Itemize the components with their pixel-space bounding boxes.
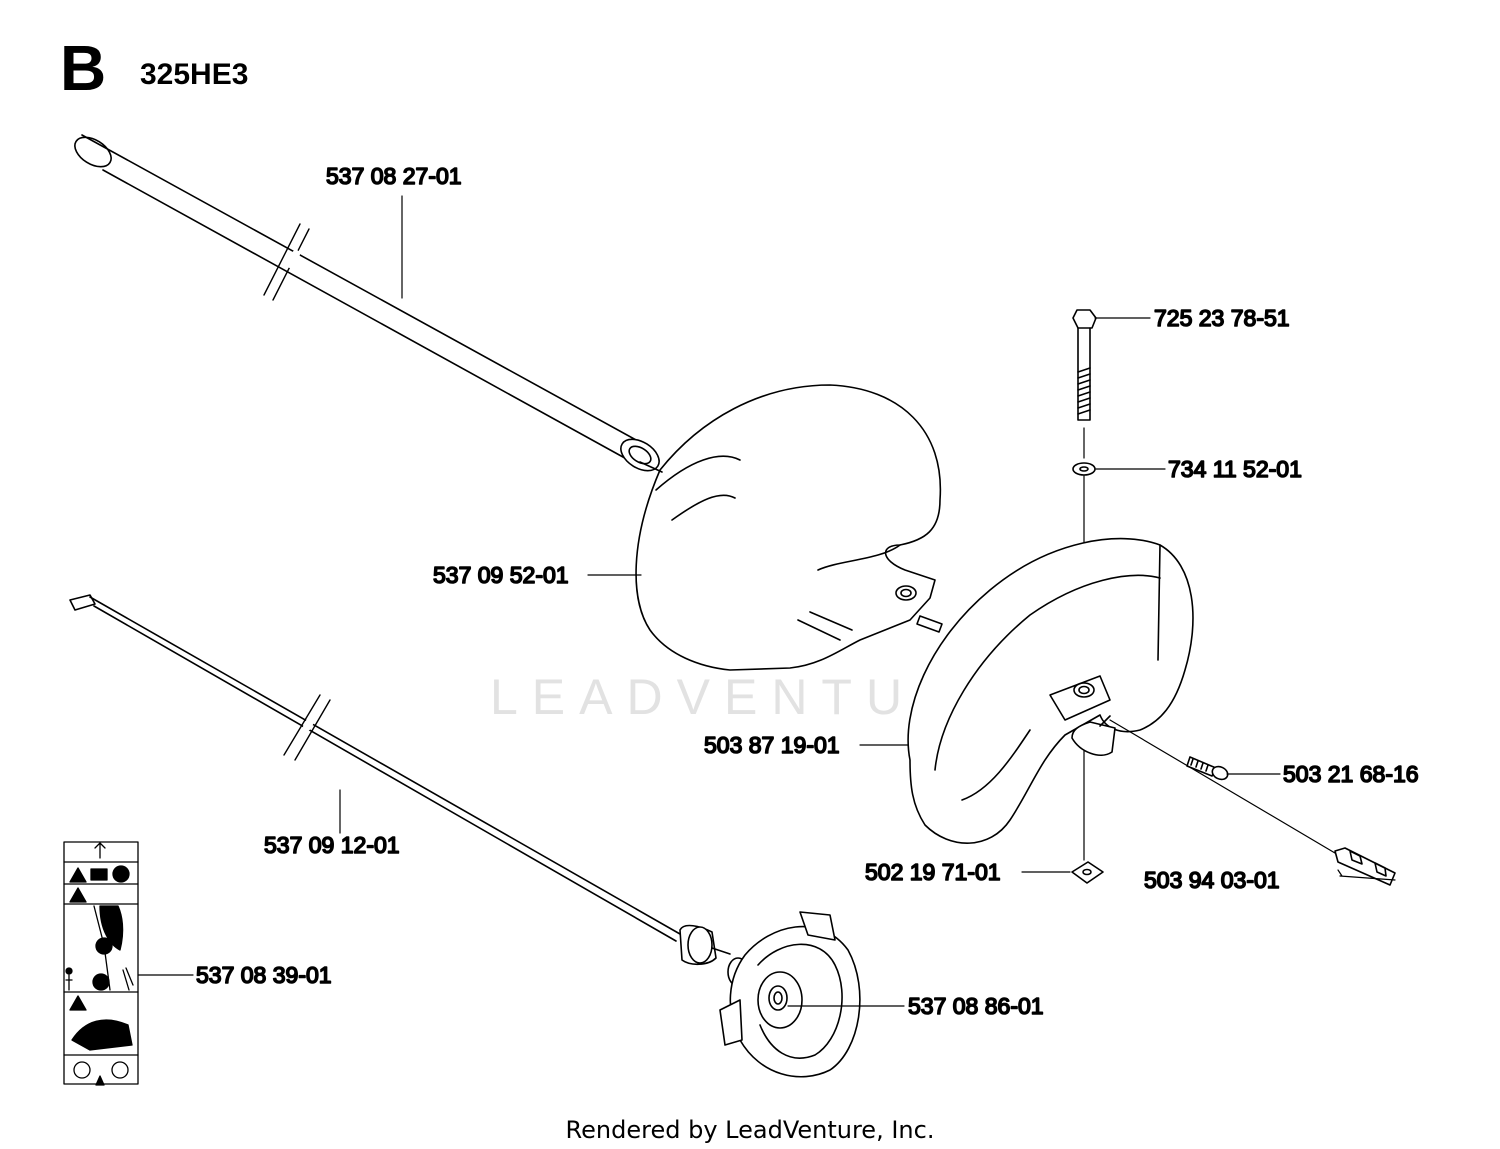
part-label-handle-screw: 503 21 68-16 [1283, 761, 1419, 787]
part-label-square-nut: 502 19 71-01 [865, 859, 1001, 885]
warning-decal-part[interactable] [63, 841, 139, 1086]
square-nut-part[interactable] [1071, 861, 1104, 884]
part-label-trimmer-guard: 537 09 52-01 [433, 562, 569, 588]
bolt-part[interactable] [1072, 309, 1097, 421]
loop-handle-part[interactable] [907, 537, 1194, 844]
part-label-bolt: 725 23 78-51 [1154, 305, 1290, 331]
part-label-shaft-tube: 537 08 27-01 [326, 163, 462, 189]
spacer-axis-line [1109, 719, 1341, 857]
part-label-spacer: 503 94 03-01 [1144, 867, 1280, 893]
drive-shaft-part[interactable] [69, 594, 681, 942]
leader-lines [137, 195, 1396, 1007]
spacer-part[interactable] [1334, 847, 1396, 886]
part-label-drive-shaft: 537 09 12-01 [264, 832, 400, 858]
washer-part[interactable] [1072, 462, 1096, 476]
spool-housing-part[interactable] [679, 911, 861, 1078]
model-title: 325HE3 [140, 58, 249, 91]
part-label-washer: 734 11 52-01 [1168, 456, 1302, 482]
part-label-decal: 537 08 39-01 [196, 962, 332, 988]
shaft-tube-part[interactable] [70, 131, 665, 477]
handle-screw-part[interactable] [1186, 756, 1230, 782]
footer-credit: Rendered by LeadVenture, Inc. [565, 1116, 935, 1144]
section-letter: B [60, 32, 107, 104]
part-label-spool-housing: 537 08 86-01 [908, 993, 1044, 1019]
part-label-loop-handle: 503 87 19-01 [704, 732, 840, 758]
trimmer-guard-part[interactable] [635, 384, 943, 671]
